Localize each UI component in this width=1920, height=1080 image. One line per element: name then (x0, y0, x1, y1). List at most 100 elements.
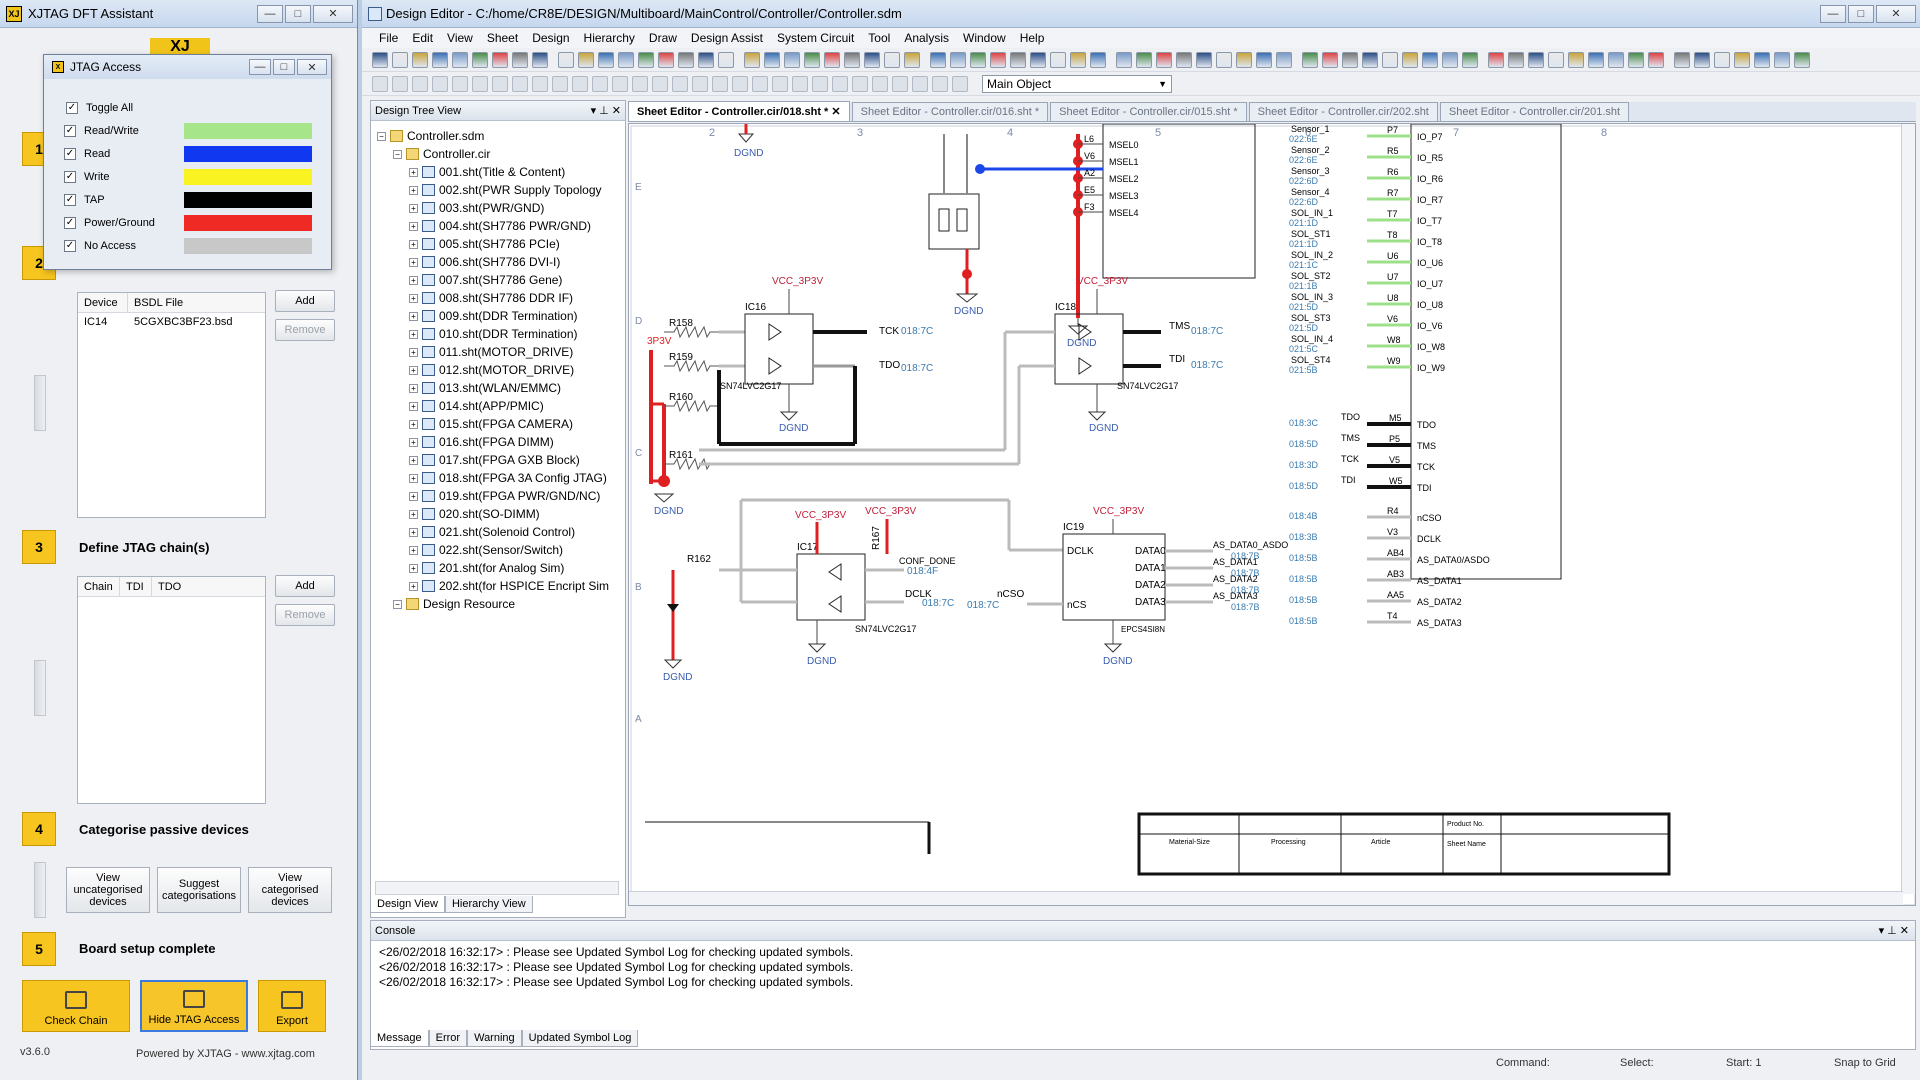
pin-icon[interactable]: ▾ ⊥ ✕ (1878, 925, 1909, 937)
toolbar-tool-icon[interactable] (618, 51, 634, 68)
toolbar-draw-icon[interactable] (792, 75, 808, 92)
expand-icon[interactable]: + (409, 509, 418, 519)
device-list[interactable]: Device BSDL File IC14 5CGXBC3BF23.bsd (77, 292, 266, 518)
toolbar-draw-icon[interactable] (672, 75, 688, 92)
checkbox[interactable]: ✓ (64, 194, 76, 206)
expand-icon[interactable]: + (409, 401, 418, 411)
toolbar-tool-icon[interactable] (1362, 51, 1378, 68)
toolbar-tool-icon[interactable] (1734, 51, 1750, 68)
expand-icon[interactable]: + (409, 239, 418, 249)
export-button[interactable]: Export (258, 980, 326, 1032)
toolbar-draw-icon[interactable] (472, 75, 488, 92)
expand-icon[interactable]: + (409, 275, 418, 285)
toolbar-tool-icon[interactable] (1754, 51, 1770, 68)
remove-device-button[interactable]: Remove (275, 319, 335, 341)
pin-icon[interactable]: ▾ ⊥ ✕ (590, 105, 621, 117)
tree-item-sheet[interactable]: +007.sht(SH7786 Gene) (409, 271, 562, 289)
jtag-access-window[interactable]: X JTAG Access — □ ✕ ✓ Toggle All ✓Read/W… (43, 54, 332, 270)
close-button[interactable]: ✕ (297, 59, 327, 75)
toolbar-tool-icon[interactable] (1528, 51, 1544, 68)
expand-icon[interactable]: − (393, 599, 402, 609)
expand-icon[interactable]: + (409, 473, 418, 483)
toolbar-tool-icon[interactable] (884, 51, 900, 68)
menu-sheet[interactable]: Sheet (486, 31, 519, 45)
expand-icon[interactable]: + (409, 581, 418, 591)
toolbar-tool-icon[interactable] (412, 51, 428, 68)
tree-item-sheet[interactable]: +019.sht(FPGA PWR/GND/NC) (409, 487, 600, 505)
toolbar-tool-icon[interactable] (1648, 51, 1664, 68)
close-button[interactable]: ✕ (1876, 4, 1916, 23)
toolbar-draw-icon[interactable] (712, 75, 728, 92)
menu-system-circuit[interactable]: System Circuit (776, 31, 855, 45)
access-row-read[interactable]: ✓Read (64, 145, 110, 163)
menu-draw[interactable]: Draw (648, 31, 677, 45)
toolbar-tool-icon[interactable] (1774, 51, 1790, 68)
toolbar-tool-icon[interactable] (1322, 51, 1338, 68)
toolbar-draw-icon[interactable] (692, 75, 708, 92)
toolbar-tool-icon[interactable] (844, 51, 860, 68)
expand-icon[interactable]: + (409, 347, 418, 357)
toolbar-draw-icon[interactable] (832, 75, 848, 92)
toolbar-tool-icon[interactable] (1794, 51, 1810, 68)
expand-icon[interactable]: + (409, 545, 418, 555)
toolbar-tool-icon[interactable] (824, 51, 840, 68)
tab-sheet-018[interactable]: Sheet Editor - Controller.cir/018.sht * … (628, 101, 850, 121)
expand-icon[interactable]: + (409, 455, 418, 465)
expand-icon[interactable]: + (409, 185, 418, 195)
tree-item-sheet[interactable]: +016.sht(FPGA DIMM) (409, 433, 554, 451)
tab-sheet-016[interactable]: Sheet Editor - Controller.cir/016.sht * (851, 102, 1049, 121)
checkbox[interactable]: ✓ (64, 171, 76, 183)
toolbar-tool-icon[interactable] (1462, 51, 1478, 68)
view-uncategorised-button[interactable]: View uncategorised devices (66, 867, 150, 913)
device-row[interactable]: IC14 5CGXBC3BF23.bsd (78, 313, 265, 331)
toolbar-tool-icon[interactable] (372, 51, 388, 68)
toolbar-draw-icon[interactable] (892, 75, 908, 92)
minimize-button[interactable]: — (1820, 4, 1846, 23)
tab-hierarchy-view[interactable]: Hierarchy View (444, 896, 533, 913)
tree-item-sheet[interactable]: +022.sht(Sensor/Switch) (409, 541, 563, 559)
toolbar-draw-icon[interactable] (732, 75, 748, 92)
checkbox[interactable]: ✓ (64, 217, 76, 229)
toolbar-draw-icon[interactable] (652, 75, 668, 92)
tree-item-sheet[interactable]: +020.sht(SO-DIMM) (409, 505, 540, 523)
toolbar-tool-icon[interactable] (392, 51, 408, 68)
toolbar-tool-icon[interactable] (1070, 51, 1086, 68)
toolbar-tool-icon[interactable] (764, 51, 780, 68)
expand-icon[interactable]: + (409, 491, 418, 501)
toolbar-tool-icon[interactable] (598, 51, 614, 68)
tree-item-sheet[interactable]: +002.sht(PWR Supply Topology (409, 181, 602, 199)
expand-icon[interactable]: + (409, 383, 418, 393)
toolbar-tool-icon[interactable] (1402, 51, 1418, 68)
toolbar-draw-icon[interactable] (632, 75, 648, 92)
expand-icon[interactable]: + (409, 563, 418, 573)
chain-list[interactable]: Chain TDI TDO (77, 576, 266, 804)
tree-item-sheet[interactable]: +018.sht(FPGA 3A Config JTAG) (409, 469, 607, 487)
tree-item-design-resource[interactable]: −Design Resource (393, 595, 515, 613)
toolbar-tool-icon[interactable] (864, 51, 880, 68)
toolbar-tool-icon[interactable] (452, 51, 468, 68)
close-icon[interactable]: ✕ (831, 106, 841, 118)
expand-icon[interactable]: − (377, 131, 386, 141)
tree-item-sheet[interactable]: +009.sht(DDR Termination) (409, 307, 578, 325)
toolbar-tool-icon[interactable] (1302, 51, 1318, 68)
menu-design[interactable]: Design (532, 31, 570, 45)
toolbar-draw-icon[interactable] (392, 75, 408, 92)
hide-jtag-access-button[interactable]: Hide JTAG Access (140, 980, 248, 1032)
toolbar-tool-icon[interactable] (1136, 51, 1152, 68)
access-row-power-ground[interactable]: ✓Power/Ground (64, 214, 155, 232)
expand-icon[interactable]: + (409, 437, 418, 447)
toolbar-tool-icon[interactable] (698, 51, 714, 68)
toolbar-draw-icon[interactable] (492, 75, 508, 92)
toolbar-tool-icon[interactable] (1216, 51, 1232, 68)
expand-icon[interactable]: + (409, 203, 418, 213)
toolbar-draw-icon[interactable] (912, 75, 928, 92)
toolbar-tool-icon[interactable] (1588, 51, 1604, 68)
toolbar-draw-icon[interactable] (612, 75, 628, 92)
remove-chain-button[interactable]: Remove (275, 604, 335, 626)
tab-warning[interactable]: Warning (467, 1030, 522, 1047)
add-device-button[interactable]: Add (275, 290, 335, 312)
bsdl-column-header[interactable]: BSDL File (134, 296, 184, 309)
checkbox[interactable]: ✓ (66, 102, 78, 114)
toolbar-tool-icon[interactable] (1674, 51, 1690, 68)
